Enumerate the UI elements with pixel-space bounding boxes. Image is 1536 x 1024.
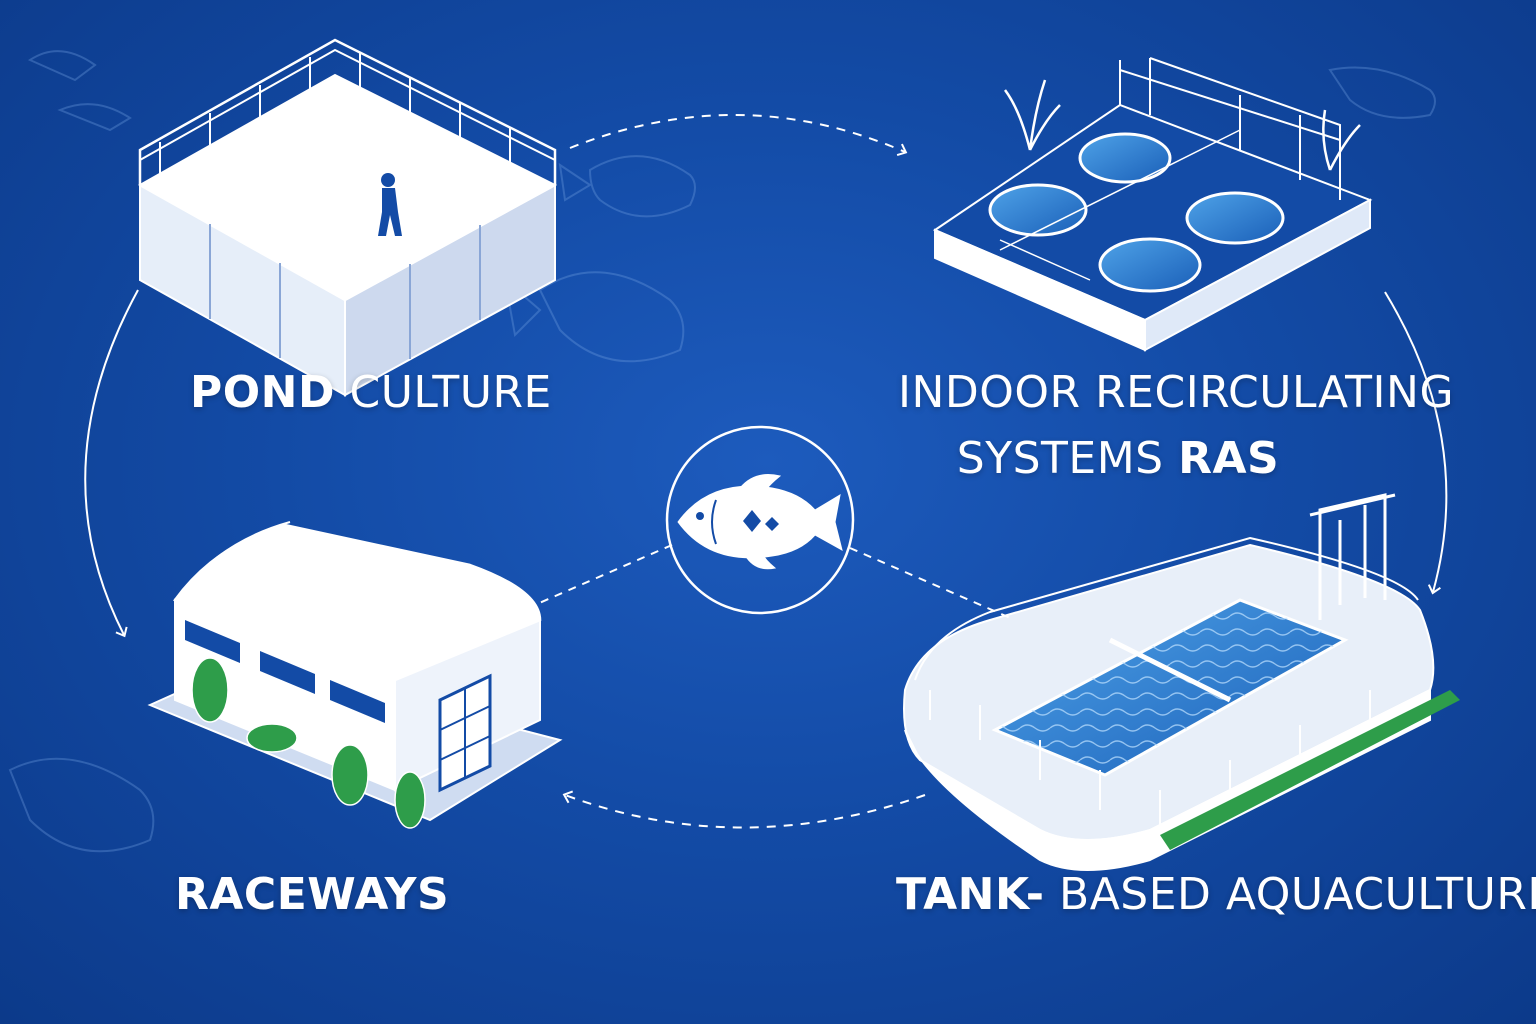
raceways-label: RACEWAYS — [175, 862, 449, 928]
tank-illustration — [903, 493, 1460, 871]
tank-label-strong: TANK- — [896, 869, 1045, 920]
fish-icon — [677, 474, 843, 570]
ras-tanks — [988, 132, 1285, 293]
cycle-arrows — [84, 113, 1448, 829]
arrow-pond-to-ras — [569, 113, 908, 157]
pond-label-rest: CULTURE — [335, 367, 552, 418]
person-figure — [378, 173, 402, 236]
tank-label-rest: BASED AQUACULTURE — [1044, 869, 1536, 920]
ras-illustration — [932, 57, 1373, 352]
ras-label-line2-strong: RAS — [1178, 433, 1280, 484]
raceways-illustration — [147, 521, 563, 829]
pond-label-strong: POND — [190, 367, 335, 418]
ras-label-line1: INDOOR RECIRCULATING — [898, 367, 1455, 418]
spoke-center-to-raceways — [504, 544, 673, 619]
center-fish-badge — [665, 425, 855, 615]
ras-label-line2: SYSTEMS RAS — [818, 426, 1418, 492]
arrow-tank-to-raceways — [562, 790, 926, 829]
arrow-ras-to-tank — [1384, 291, 1448, 595]
tank-label: TANK- BASED AQUACULTURE — [896, 862, 1536, 928]
ras-label-line2-rest: SYSTEMS — [956, 433, 1179, 484]
spoke-center-to-tank — [849, 547, 1016, 621]
pond-culture-label: POND CULTURE — [190, 360, 552, 426]
raceway-windows — [185, 620, 385, 723]
ras-label: INDOOR RECIRCULATING SYSTEMS RAS — [898, 360, 1455, 492]
pond-culture-illustration — [137, 38, 558, 397]
arrow-raceways-to-pond — [84, 289, 139, 638]
raceway-plants — [191, 657, 426, 829]
raceways-label-strong: RACEWAYS — [175, 869, 450, 920]
